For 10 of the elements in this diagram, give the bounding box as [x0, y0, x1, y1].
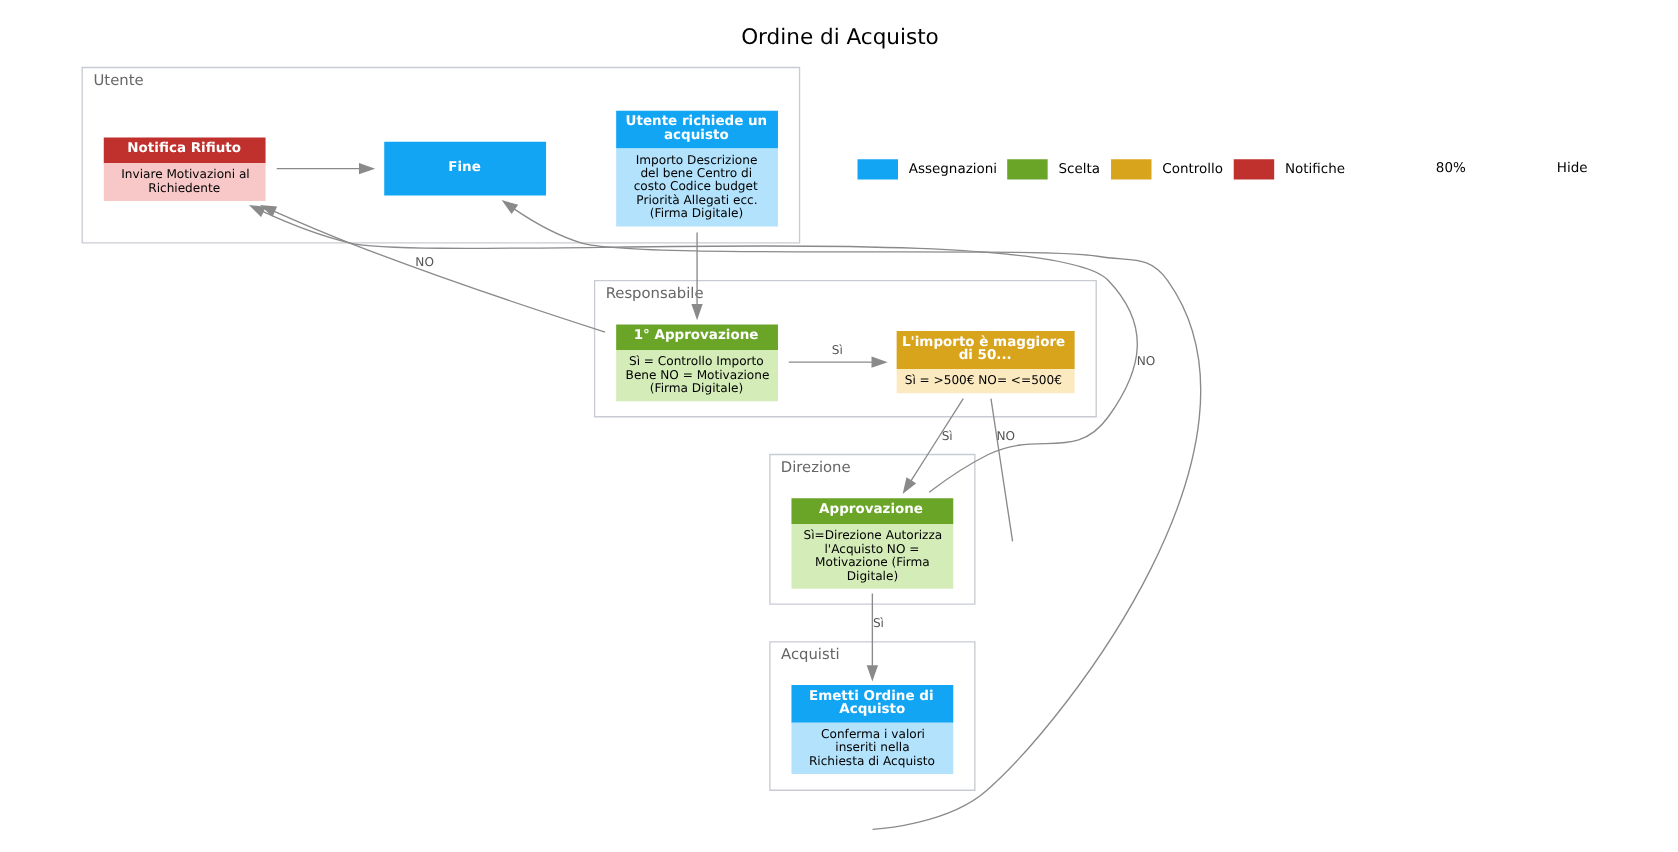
arrow — [275, 162, 375, 175]
arrow — [901, 397, 963, 494]
arrow — [690, 231, 702, 321]
arrow — [865, 592, 878, 682]
arrow — [259, 205, 605, 333]
arrow — [500, 200, 1200, 831]
arrow — [247, 205, 1137, 493]
diagram-title: Ordine di Acquisto — [740, 24, 938, 51]
connector — [989, 397, 1013, 543]
arrow — [787, 356, 887, 368]
